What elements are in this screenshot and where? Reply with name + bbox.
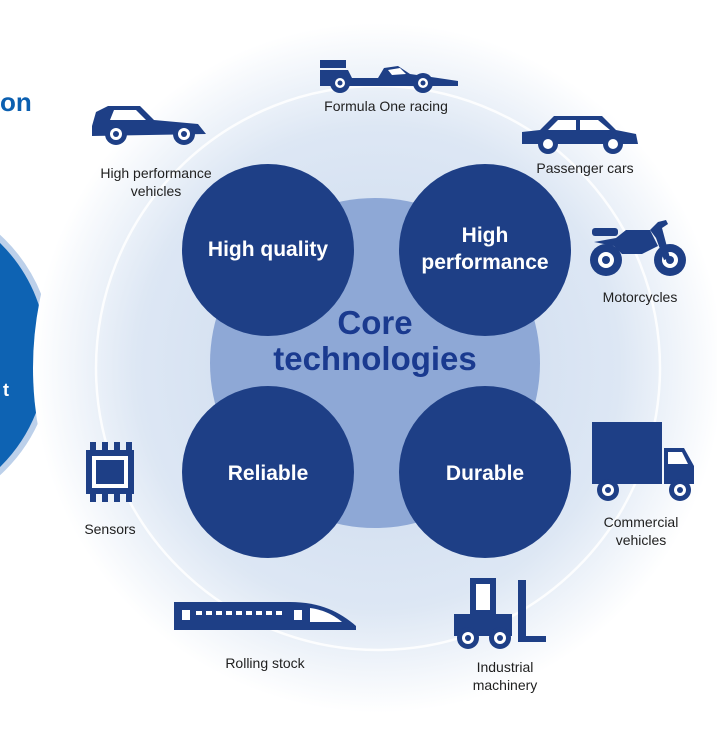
sensors-label: Sensors: [84, 521, 136, 537]
industrial-machinery-label: Industrial machinery: [472, 659, 538, 693]
section-heading-fragment: on: [0, 87, 32, 117]
durable-label: Durable: [445, 462, 525, 485]
formula-one-car-icon: [320, 60, 458, 93]
high-performance-vehicle-icon: [92, 106, 206, 145]
sensor-chip-icon: [86, 442, 134, 502]
quality-circle-reliable: [182, 386, 354, 558]
motorcycles-label: Motorcycles: [602, 289, 678, 305]
rolling-stock-label: Rolling stock: [225, 655, 305, 671]
quality-circle-high-quality: [182, 164, 354, 336]
reliable-label: Reliable: [227, 462, 309, 485]
formula-one-label: Formula One racing: [324, 98, 448, 114]
quality-circle-high-performance: [399, 164, 571, 336]
high-quality-label: High quality: [207, 238, 329, 261]
high-performance-vehicles-label: High performance vehicles: [100, 165, 212, 199]
passenger-cars-label: Passenger cars: [536, 160, 634, 176]
truck-icon: [592, 422, 694, 501]
commercial-vehicles-label: Commercial vehicles: [603, 514, 679, 548]
passenger-car-icon: [522, 116, 638, 154]
motorcycle-icon: [590, 220, 686, 276]
core-technologies-label: Core technologies: [273, 304, 477, 377]
left-circle-text-fragment: t: [3, 380, 9, 400]
high-performance-label: High performance: [421, 224, 549, 274]
quality-circle-durable: [399, 386, 571, 558]
rolling-stock-icon: [174, 602, 356, 630]
forklift-icon: [454, 578, 546, 649]
